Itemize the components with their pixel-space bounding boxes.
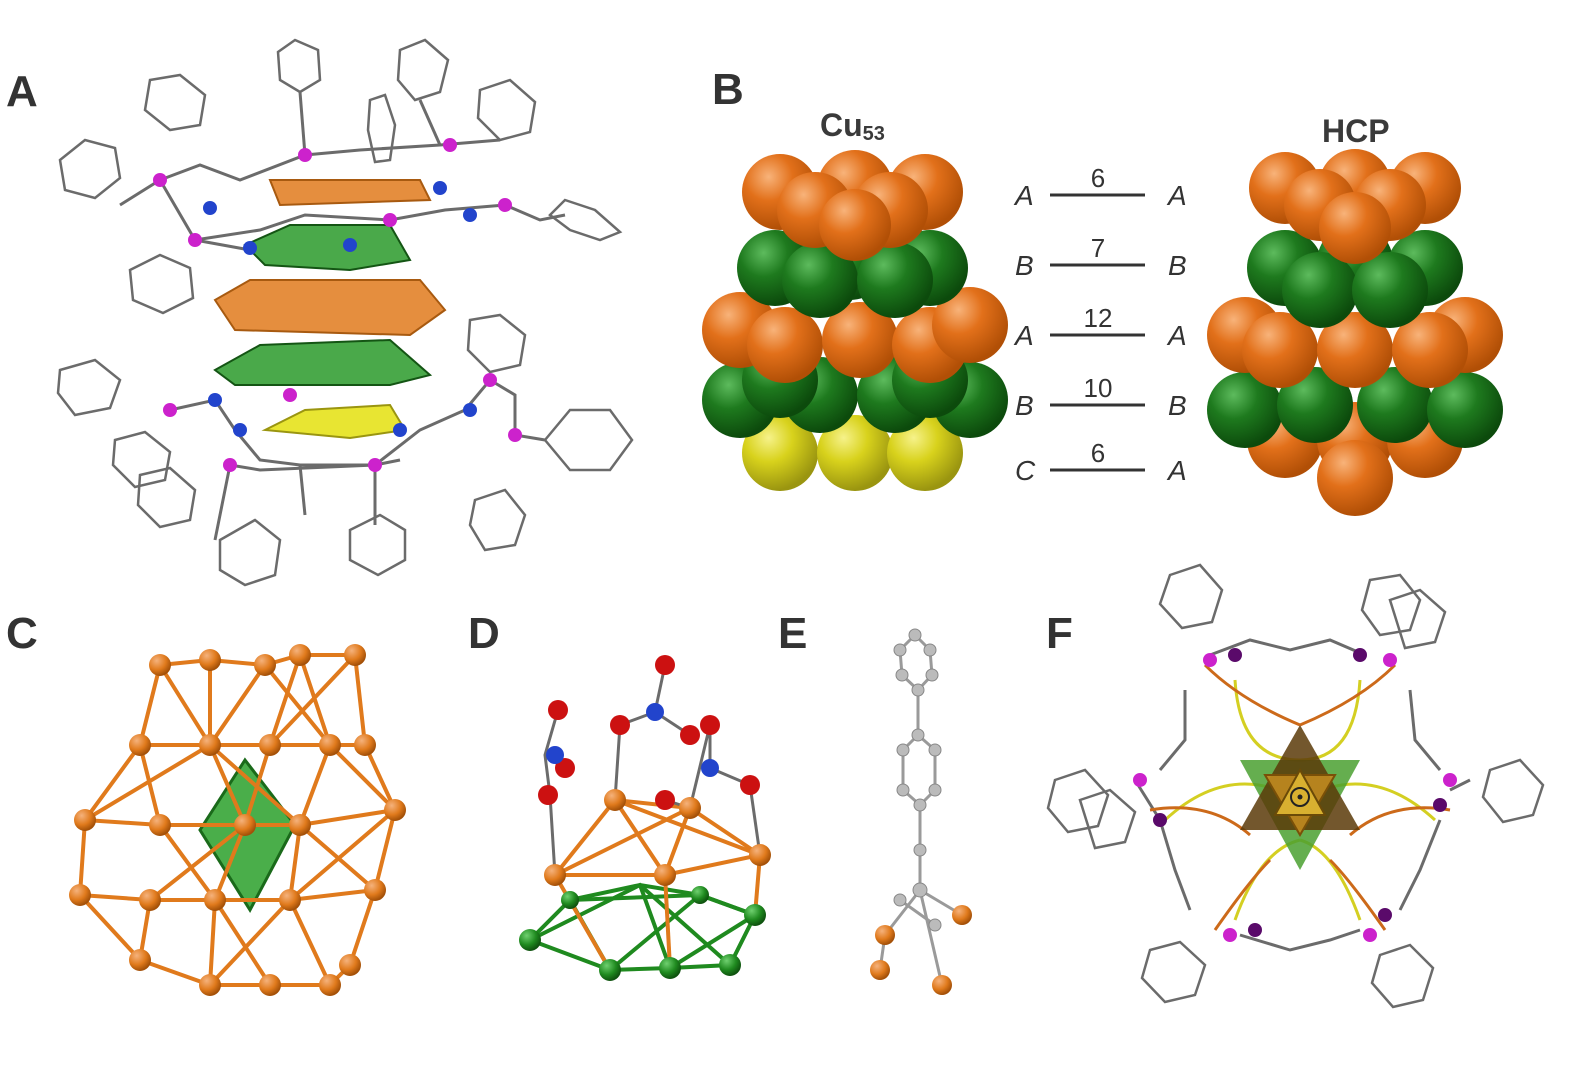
layer-left-letter: C (1015, 455, 1036, 486)
panel-b: B Cu53 HCP (702, 65, 1503, 516)
layer-atom-count: 6 (1091, 163, 1105, 193)
layer-left-letter: B (1015, 250, 1034, 281)
framework-atoms-c (69, 644, 406, 996)
layer-row: B 7B (1015, 233, 1187, 281)
rotation-axis-icon (1290, 787, 1310, 807)
cu53-orange-layer-top (742, 150, 963, 261)
layer-row: C 6A (1015, 438, 1187, 486)
layer-atom-count: 12 (1084, 303, 1113, 333)
panel-a: A (6, 38, 634, 587)
cu-atoms-d (519, 789, 771, 981)
orange-arcs-f (1149, 663, 1451, 931)
hcp-title: HCP (1322, 113, 1390, 149)
layer-atom-count: 6 (1091, 438, 1105, 468)
cu53-orange-layer-middle (702, 287, 1008, 383)
layer-left-letter: B (1015, 390, 1034, 421)
panel-label-b: B (712, 65, 744, 114)
cu53-title-main: Cu (820, 107, 863, 143)
oxygen-atoms-d (538, 655, 760, 810)
nitrogen-atoms-d (546, 703, 719, 777)
panel-label-a: A (6, 67, 38, 116)
panel-c: C (6, 609, 406, 996)
phenyl-rings-f (1046, 563, 1545, 1009)
ligand-structure-e (870, 628, 972, 995)
hcp-orange-layer-top (1249, 149, 1461, 264)
layer-right-letter: A (1166, 320, 1187, 351)
cu53-title-subscript: 53 (863, 123, 885, 145)
dark-p-atoms-f (1153, 648, 1447, 937)
panel-e: E (778, 609, 972, 995)
layer-left-letter: A (1013, 180, 1034, 211)
inner-triangle-f (1273, 767, 1327, 816)
nitrate-cap-structure-d (519, 655, 771, 981)
cu-atoms-e (870, 905, 972, 995)
yellow-arcs-f (1163, 679, 1437, 921)
cu53-sphere-stack (702, 150, 1008, 491)
panel-label-e: E (778, 609, 807, 658)
panel-label-c: C (6, 609, 38, 658)
top-view-structure-f (1046, 563, 1545, 1009)
layer-row: A 12A (1013, 303, 1187, 351)
yellow-layer-bottom (261, 403, 407, 440)
cu53-title: Cu53 (820, 107, 885, 145)
cluster-a-structure (56, 38, 634, 587)
orange-top-bonds-d (553, 797, 766, 972)
panel-label-f: F (1046, 609, 1073, 658)
cu-framework-c (69, 644, 406, 996)
panel-d: D (468, 609, 771, 981)
layer-row: A 6A (1013, 163, 1187, 211)
hcp-green-layer-lower (1207, 367, 1503, 448)
panel-label-d: D (468, 609, 500, 658)
hcp-sphere-stack (1207, 149, 1503, 516)
hcp-orange-layer-middle (1207, 297, 1503, 388)
carbon-atoms-e (893, 628, 942, 932)
cu-framework-f (1149, 663, 1451, 931)
nitrogen-atoms-a (203, 181, 477, 437)
layer-right-letter: B (1168, 250, 1187, 281)
layer-right-letter: A (1166, 455, 1187, 486)
panel-f: F (1046, 563, 1545, 1009)
green-layer-upper (243, 224, 412, 272)
phosphorus-atoms-f (1133, 653, 1457, 942)
phosphorus-atoms-a (153, 138, 522, 472)
layer-right-letter: A (1166, 180, 1187, 211)
layer-atom-count: 10 (1084, 373, 1113, 403)
phenyl-rings-a (56, 38, 634, 587)
green-layer-lower (213, 338, 433, 386)
orange-layer-middle (213, 279, 447, 337)
layer-row: B 10B (1015, 373, 1187, 421)
cu53-yellow-layer (742, 415, 963, 491)
orange-layer-top (268, 179, 432, 207)
layer-left-letter: A (1013, 320, 1034, 351)
layer-atom-count: 7 (1091, 233, 1105, 263)
layer-right-letter: B (1168, 390, 1187, 421)
